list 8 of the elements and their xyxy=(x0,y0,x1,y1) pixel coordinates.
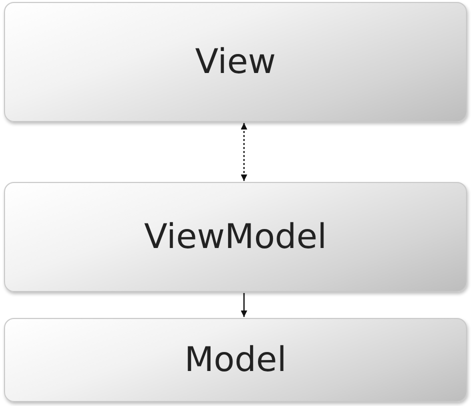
arrow xyxy=(240,293,248,317)
layer-label: ViewModel xyxy=(144,217,327,257)
layer-box xyxy=(4,182,467,292)
layer-box xyxy=(4,318,467,402)
layer-label: View xyxy=(195,42,276,82)
arrow xyxy=(240,123,248,181)
layer-label: Model xyxy=(184,340,287,380)
layer-box xyxy=(4,2,467,122)
